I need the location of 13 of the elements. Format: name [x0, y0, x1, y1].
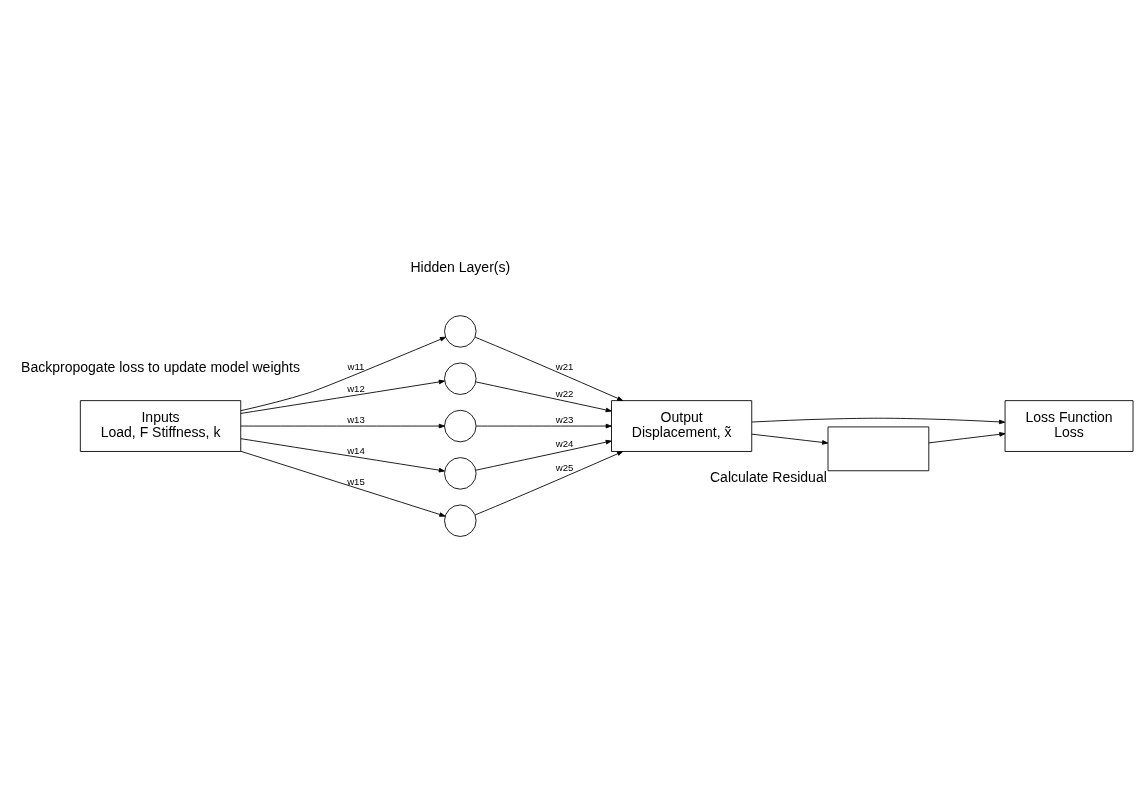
edge-label: w12 — [347, 382, 365, 394]
edge-label: w22 — [555, 387, 574, 399]
edge-label: w14 — [347, 444, 365, 456]
edge-label: w23 — [555, 413, 574, 425]
edge-label: w25 — [555, 461, 574, 473]
edge-label: w13 — [347, 413, 365, 425]
edge-label: w24 — [555, 437, 574, 449]
label: Backpropogate loss to update model weights — [21, 358, 301, 375]
node-label: Calculate Residual — [709, 468, 827, 485]
label: Hidden Layer(s) — [410, 258, 511, 275]
edge-label: w15 — [347, 475, 365, 487]
edge-label: w21 — [555, 360, 574, 372]
edge-label: w11 — [347, 360, 365, 372]
